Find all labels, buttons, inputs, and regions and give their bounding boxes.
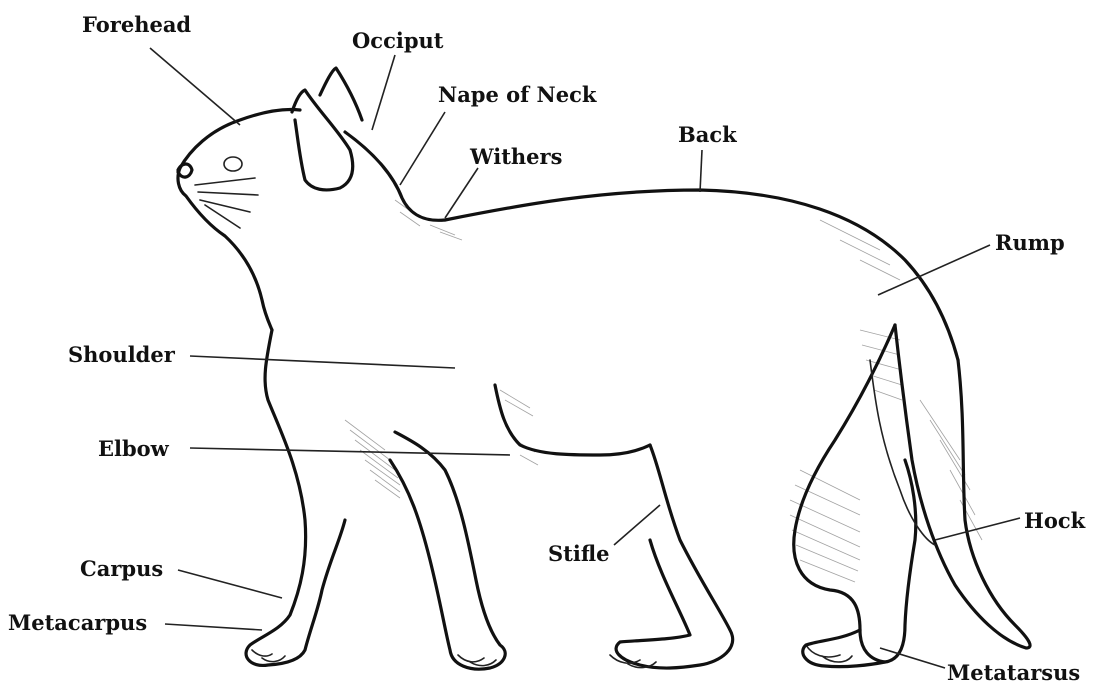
leader-forehead: [150, 48, 240, 125]
far-ear: [320, 68, 362, 120]
label-nape-of-neck: Nape of Neck: [438, 84, 596, 105]
far-front-toes: [458, 655, 496, 666]
leader-hock: [935, 518, 1020, 540]
leader-elbow: [190, 448, 510, 455]
face-outline: [178, 168, 272, 330]
leader-occiput: [372, 55, 395, 130]
near-ear: [292, 90, 353, 190]
eye: [224, 157, 242, 171]
leader-shoulder: [190, 356, 455, 368]
near-hind-leg: [794, 325, 916, 662]
label-stifle: Stifle: [548, 543, 609, 564]
label-rump: Rump: [995, 232, 1065, 253]
label-metacarpus: Metacarpus: [8, 612, 147, 633]
label-occiput: Occiput: [352, 30, 444, 51]
back-line: [445, 190, 958, 360]
belly-line: [495, 385, 650, 455]
label-carpus: Carpus: [80, 558, 163, 579]
label-forehead: Forehead: [82, 14, 191, 35]
far-hind-leg: [616, 445, 733, 668]
fur-shading: [345, 200, 982, 582]
leader-metacarpus: [165, 624, 262, 630]
near-hind-toes: [806, 645, 852, 662]
leader-metatarsus: [880, 648, 945, 668]
cat-outline: [178, 68, 1030, 669]
near-front-toes: [252, 650, 285, 662]
far-front-leg: [390, 432, 505, 669]
label-withers: Withers: [470, 146, 562, 167]
leader-stifle: [614, 505, 660, 545]
leader-back: [700, 150, 702, 192]
label-elbow: Elbow: [98, 438, 169, 459]
label-shoulder: Shoulder: [68, 344, 175, 365]
leader-carpus: [178, 570, 282, 598]
label-hock: Hock: [1024, 510, 1085, 531]
neck-back: [345, 132, 445, 220]
label-metatarsus: Metatarsus: [947, 662, 1080, 683]
leader-nape: [400, 112, 445, 185]
label-back: Back: [678, 124, 737, 145]
leader-withers: [445, 168, 478, 218]
leader-lines: [150, 48, 1020, 668]
tail: [895, 325, 1030, 648]
chest-front-leg: [246, 330, 345, 665]
